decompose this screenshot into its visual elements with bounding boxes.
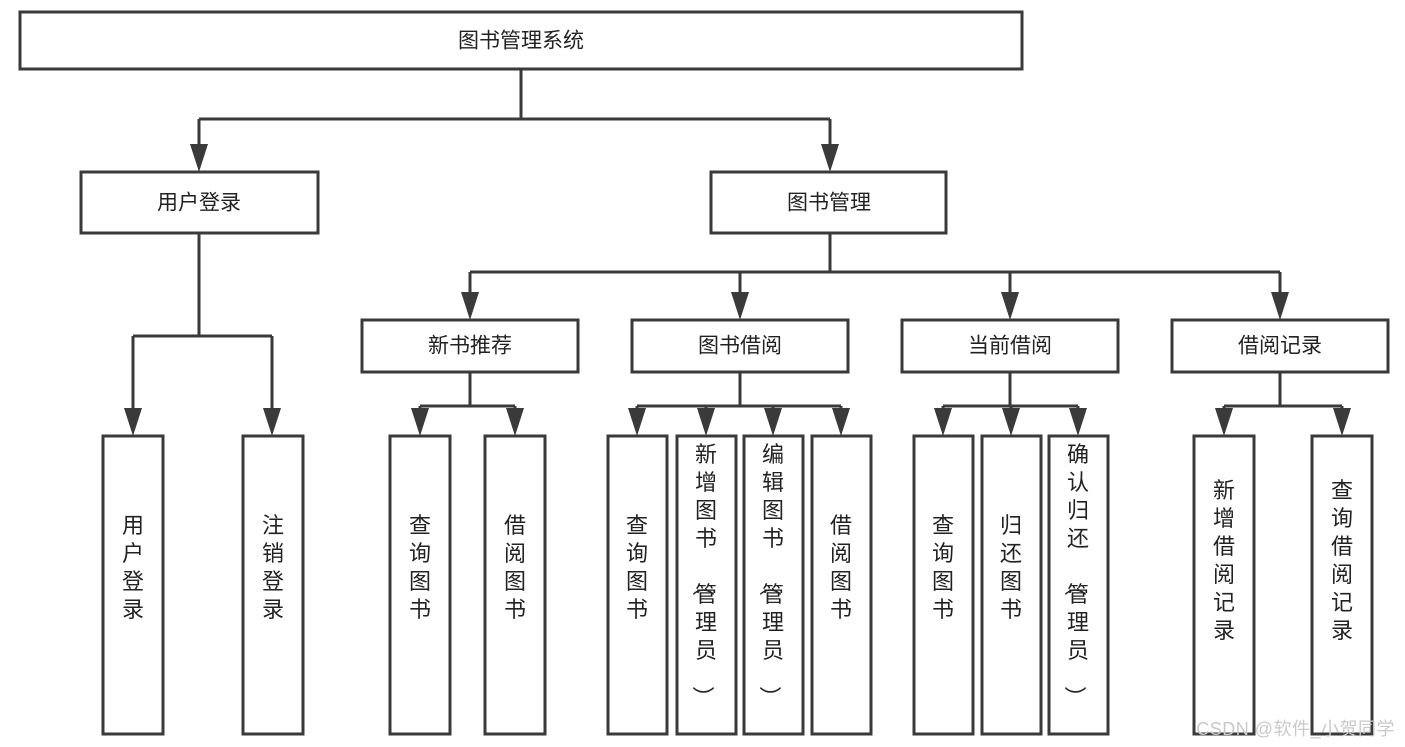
node-book-borrow[interactable]: 图书借阅 — [630, 318, 850, 374]
node-leaf-logout[interactable]: 注销登录 — [241, 434, 305, 736]
arrow-head-cb-query-book — [934, 408, 952, 436]
arrow-head-current-borrow — [1001, 292, 1019, 320]
node-leaf-add-record-box[interactable] — [1192, 434, 1256, 736]
node-leaf-return-book-box[interactable] — [980, 434, 1043, 736]
arrow-head-leaf-user-login — [124, 408, 142, 436]
arrow-head-new-book-rec — [461, 292, 479, 320]
connector-group-book-mgmt — [461, 233, 1289, 320]
arrow-head-borrow-record — [1271, 292, 1289, 320]
node-user-login[interactable]: 用户登录 — [79, 170, 320, 235]
node-leaf-add-record-label: 新增借阅记录 — [1213, 478, 1235, 643]
node-leaf-return-book-label: 归还图书 — [1000, 513, 1022, 622]
node-leaf-query-book-2[interactable]: 查询图书 — [606, 434, 669, 736]
node-leaf-add-book[interactable]: 新增图书（管理员） — [675, 434, 738, 736]
node-borrow-record-box[interactable] — [1170, 318, 1390, 374]
arrow-head-cb-return-book — [1002, 408, 1020, 436]
node-leaf-logout-box[interactable] — [241, 434, 305, 736]
node-leaf-query-book-1-box[interactable] — [388, 434, 452, 736]
node-leaf-borrow-book-1-box[interactable] — [483, 434, 547, 736]
node-leaf-add-book-label: 新增图书（管理员） — [690, 442, 717, 708]
arrow-head-user-login — [190, 144, 208, 172]
node-leaf-query-book-3[interactable]: 查询图书 — [912, 434, 975, 736]
connector-group-borrow-record — [1215, 372, 1351, 436]
node-new-book-rec-box[interactable] — [360, 318, 580, 374]
node-leaf-query-book-1[interactable]: 查询图书 — [388, 434, 452, 736]
node-current-borrow-label: 当前借阅 — [968, 335, 1052, 358]
arrow-head-book-borrow — [731, 292, 749, 320]
node-borrow-record-label: 借阅记录 — [1238, 335, 1322, 358]
arrow-head-bb-add-book — [697, 408, 715, 436]
node-leaf-logout-label: 注销登录 — [262, 513, 284, 622]
arrow-head-nbr-query-book — [411, 408, 429, 436]
node-new-book-rec[interactable]: 新书推荐 — [360, 318, 580, 374]
node-current-borrow[interactable]: 当前借阅 — [900, 318, 1120, 374]
node-leaf-query-book-3-box[interactable] — [912, 434, 975, 736]
node-root-box[interactable] — [18, 10, 1024, 71]
node-leaf-add-record[interactable]: 新增借阅记录 — [1192, 434, 1256, 736]
node-leaf-borrow-book-2-label: 借阅图书 — [830, 513, 852, 622]
arrow-head-br-query-record — [1333, 408, 1351, 436]
connector-group-new-book-rec — [411, 372, 524, 436]
node-leaf-query-book-1-label: 查询图书 — [409, 513, 431, 622]
node-leaf-borrow-book-1[interactable]: 借阅图书 — [483, 434, 547, 736]
node-leaf-borrow-book-2[interactable]: 借阅图书 — [810, 434, 873, 736]
node-leaf-confirm-return[interactable]: 确认归还（管理员） — [1047, 434, 1110, 736]
node-leaf-edit-book-label: 编辑图书（管理员） — [757, 442, 784, 708]
node-leaf-confirm-return-box[interactable] — [1047, 434, 1110, 736]
node-user-login-label: 用户登录 — [157, 192, 241, 215]
arrow-head-bb-borrow-book — [832, 408, 850, 436]
node-leaf-borrow-book-1-label: 借阅图书 — [504, 513, 526, 622]
connector-group-book-borrow — [628, 372, 850, 436]
node-leaf-user-login-box[interactable] — [101, 434, 165, 736]
node-root[interactable]: 图书管理系统 — [18, 10, 1024, 71]
node-leaf-query-record-box[interactable] — [1310, 434, 1374, 736]
node-book-mgmt-box[interactable] — [709, 170, 948, 235]
node-leaf-edit-book-box[interactable] — [742, 434, 805, 736]
node-new-book-rec-label: 新书推荐 — [428, 335, 512, 358]
node-leaf-user-login-label: 用户登录 — [122, 513, 144, 622]
node-book-borrow-box[interactable] — [630, 318, 850, 374]
arrow-head-bb-query-book — [628, 408, 646, 436]
node-leaf-query-book-2-box[interactable] — [606, 434, 669, 736]
node-leaf-query-book-2-label: 查询图书 — [626, 513, 648, 622]
node-book-mgmt-label: 图书管理 — [787, 192, 871, 215]
arrow-head-book-mgmt — [821, 144, 839, 172]
node-book-mgmt[interactable]: 图书管理 — [709, 170, 948, 235]
node-leaf-user-login[interactable]: 用户登录 — [101, 434, 165, 736]
node-leaf-edit-book[interactable]: 编辑图书（管理员） — [742, 434, 805, 736]
node-leaf-confirm-return-label: 确认归还（管理员） — [1062, 442, 1089, 708]
connector-group-root — [190, 69, 839, 172]
node-root-label: 图书管理系统 — [458, 30, 584, 53]
node-leaf-return-book[interactable]: 归还图书 — [980, 434, 1043, 736]
arrow-head-leaf-logout — [263, 408, 281, 436]
node-user-login-box[interactable] — [79, 170, 320, 235]
node-leaf-query-record[interactable]: 查询借阅记录 — [1310, 434, 1374, 736]
node-leaf-query-record-label: 查询借阅记录 — [1331, 478, 1353, 643]
connector-group-current-borrow — [934, 372, 1087, 436]
node-leaf-query-book-3-label: 查询图书 — [932, 513, 954, 622]
arrow-head-bb-edit-book — [764, 408, 782, 436]
connector-group-user-login — [124, 233, 281, 436]
node-book-borrow-label: 图书借阅 — [698, 335, 782, 358]
arrow-head-nbr-borrow-book — [506, 408, 524, 436]
node-current-borrow-box[interactable] — [900, 318, 1120, 374]
arrow-head-br-add-record — [1215, 408, 1233, 436]
node-leaf-borrow-book-2-box[interactable] — [810, 434, 873, 736]
arrow-head-cb-confirm-return — [1069, 408, 1087, 436]
node-borrow-record[interactable]: 借阅记录 — [1170, 318, 1390, 374]
node-leaf-add-book-box[interactable] — [675, 434, 738, 736]
